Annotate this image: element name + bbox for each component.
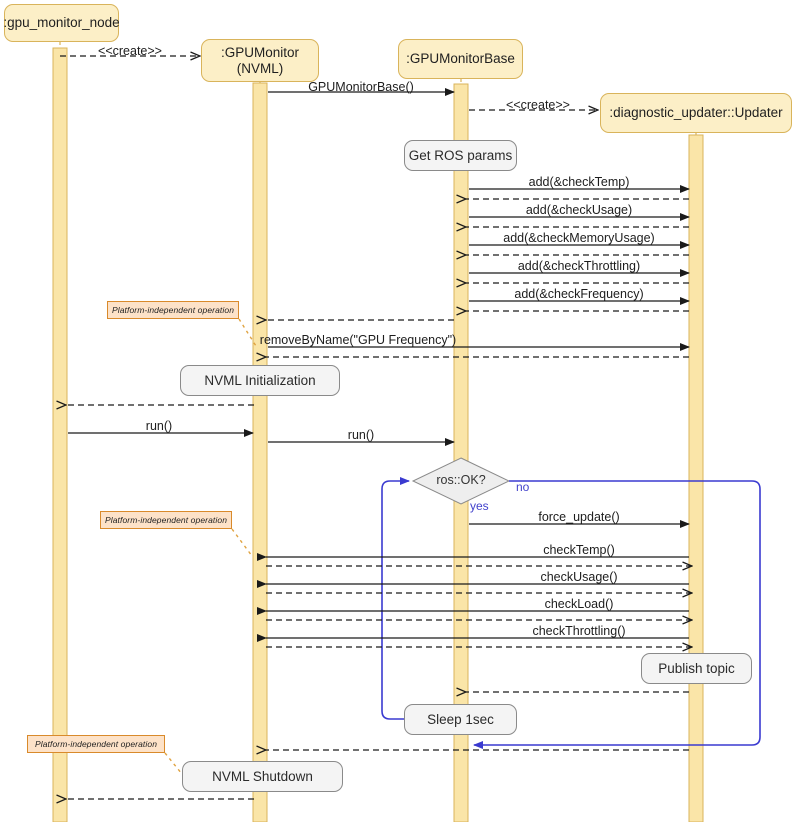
decision-label-ros-ok: ros::OK? — [436, 473, 486, 487]
branch-label-yes: yes — [470, 499, 489, 513]
message-label-m25: checkLoad() — [544, 597, 614, 611]
activation-bars — [52, 47, 704, 822]
participant-gpu-monitor-base[interactable]: :GPUMonitorBase — [398, 39, 523, 79]
participant-gpu-monitor-node[interactable]: :gpu_monitor_node — [3, 4, 120, 42]
message-label-m8: add(&checkMemoryUsage) — [503, 231, 655, 245]
message-label-m20: force_update() — [538, 510, 620, 524]
participant-diagnostic-updater[interactable]: :diagnostic_updater::Updater — [600, 93, 792, 133]
message-label-m27: checkThrottling() — [532, 624, 626, 638]
message-label-m21: checkTemp() — [543, 543, 615, 557]
message-label-m3: <<create>> — [506, 98, 570, 112]
note-platform-independent-1: Platform-independent operation — [107, 301, 239, 319]
message-label-m1: <<create>> — [98, 44, 162, 58]
message-label-m4: add(&checkTemp) — [528, 175, 630, 189]
message-label-m18: run() — [145, 419, 173, 433]
message-label-m19: run() — [347, 428, 375, 442]
note-platform-independent-3: Platform-independent operation — [27, 735, 165, 753]
action-box-nvml-initialization[interactable]: NVML Initialization — [180, 365, 340, 396]
message-label-m12: add(&checkFrequency) — [514, 287, 644, 301]
activation-bar-monitor — [252, 82, 268, 822]
message-label-m6: add(&checkUsage) — [525, 203, 633, 217]
note-connector-1 — [238, 318, 257, 347]
message-label-m15: removeByName("GPU Frequency") — [259, 333, 457, 347]
note-platform-independent-2: Platform-independent operation — [100, 511, 232, 529]
activation-bar-node — [52, 47, 68, 822]
message-label-m10: add(&checkThrottling) — [517, 259, 641, 273]
message-label-m23: checkUsage() — [540, 570, 618, 584]
participant-gpu-monitor-nvml[interactable]: :GPUMonitor (NVML) — [201, 39, 319, 82]
action-box-publish-topic[interactable]: Publish topic — [641, 653, 752, 684]
action-box-get-ros-params[interactable]: Get ROS params — [404, 140, 517, 171]
action-box-sleep-1sec[interactable]: Sleep 1sec — [404, 704, 517, 735]
message-label-m2: GPUMonitorBase() — [308, 80, 414, 94]
activation-bar-updater — [688, 134, 704, 822]
note-connector-2 — [231, 528, 253, 557]
branch-label-no: no — [516, 480, 530, 494]
action-box-nvml-shutdown[interactable]: NVML Shutdown — [182, 761, 343, 792]
